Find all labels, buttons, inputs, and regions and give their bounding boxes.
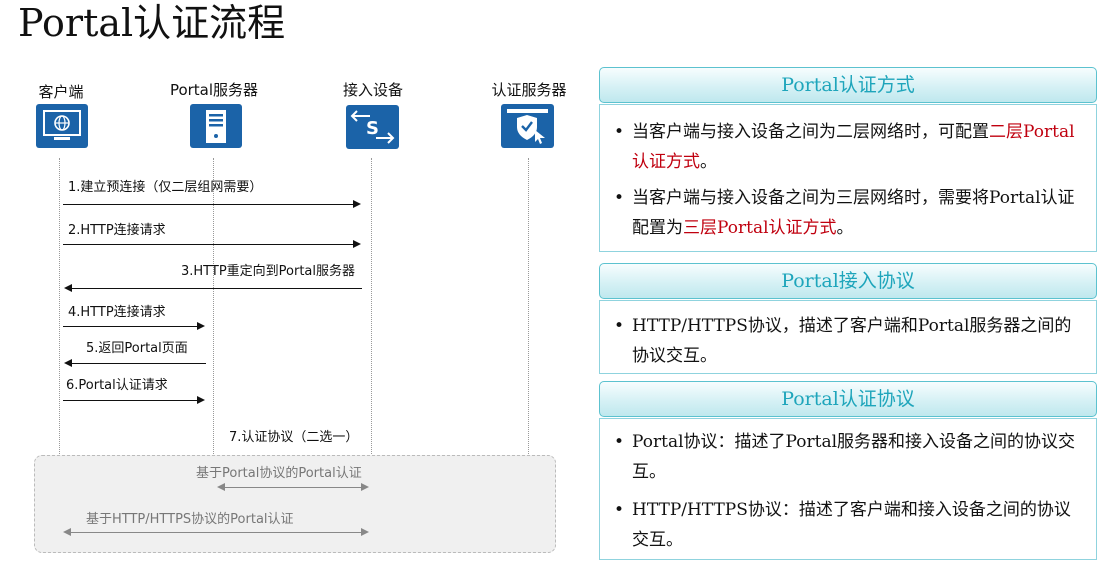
step-6-arrow <box>63 396 205 404</box>
actor-portal-server-label: Portal服务器 <box>169 81 259 99</box>
step-5-label: 5.返回Portal页面 <box>86 341 188 356</box>
page-title: Portal认证流程 <box>18 1 286 45</box>
step-5-arrow <box>64 359 206 367</box>
auth-mode-panel: • 当客户端与接入设备之间为二层网络时，可配置二层Portal认证方式。 • 当… <box>599 104 1097 252</box>
step-1-arrow <box>63 200 361 208</box>
option-portal-protocol-label: 基于Portal协议的Portal认证 <box>196 466 362 481</box>
auth-mode-b2-highlight: 三层Portal认证方式 <box>683 218 837 238</box>
auth-mode-b1-text: 当客户端与接入设备之间为二层网络时，可配置 <box>632 122 989 142</box>
svg-text:S: S <box>366 118 379 139</box>
access-device-lifeline <box>371 158 372 550</box>
auth-mode-b1-highlight: 二层Portal认证方式 <box>632 122 1075 172</box>
switch-icon: S <box>346 105 399 149</box>
option-http-protocol-arrow <box>63 528 369 536</box>
server-icon <box>190 104 242 148</box>
actor-client-label: 客户端 <box>38 83 84 101</box>
step-1-label: 1.建立预连接（仅二层组网需要） <box>68 180 263 195</box>
auth-protocol-header: Portal认证协议 <box>599 381 1097 417</box>
actor-auth-server-label: 认证服务器 <box>491 81 567 99</box>
step-6-label: 6.Portal认证请求 <box>66 378 168 393</box>
access-protocol-panel: • HTTP/HTTPS协议，描述了客户端和Portal服务器之间的协议交互。 <box>599 300 1097 374</box>
actor-access-device-label: 接入设备 <box>342 81 403 99</box>
portal-server-lifeline <box>213 158 214 550</box>
step-4-arrow <box>63 322 205 330</box>
auth-protocol-panel: • Portal协议：描述了Portal服务器和接入设备之间的协议交互。 • H… <box>599 418 1097 560</box>
auth-protocol-b2-text: HTTP/HTTPS协议：描述了客户端和接入设备之间的协议交互。 <box>632 500 1071 550</box>
step-2-label: 2.HTTP连接请求 <box>68 223 166 238</box>
auth-mode-header: Portal认证方式 <box>599 67 1097 103</box>
auth-protocol-bullet-1: • Portal协议：描述了Portal服务器和接入设备之间的协议交互。 <box>614 427 1082 487</box>
auth-mode-b1-end: 。 <box>700 152 717 172</box>
auth-mode-bullet-2: • 当客户端与接入设备之间为三层网络时，需要将Portal认证配置为三层Port… <box>614 188 1075 238</box>
step-2-arrow <box>63 240 361 248</box>
auth-protocol-b1-text: Portal协议：描述了Portal服务器和接入设备之间的协议交互。 <box>632 432 1076 482</box>
access-protocol-b1-text: HTTP/HTTPS协议，描述了客户端和Portal服务器之间的协议交互。 <box>632 316 1072 366</box>
auth-mode-bullet-1: • 当客户端与接入设备之间为二层网络时，可配置二层Portal认证方式。 <box>614 122 1075 172</box>
step-4-label: 4.HTTP连接请求 <box>68 305 166 320</box>
client-lifeline <box>59 158 60 550</box>
auth-server-icon <box>501 104 554 148</box>
auth-protocol-options-box <box>34 455 556 553</box>
option-http-protocol-label: 基于HTTP/HTTPS协议的Portal认证 <box>86 512 294 527</box>
access-protocol-bullet-1: • HTTP/HTTPS协议，描述了客户端和Portal服务器之间的协议交互。 <box>614 311 1082 371</box>
auth-mode-b2-end: 。 <box>836 218 854 238</box>
step-7-label: 7.认证协议（二选一） <box>229 430 359 445</box>
auth-mode-b2-text: 当客户端与接入设备之间为三层网络时，需要将Portal认证配置为 <box>632 188 1075 238</box>
option-portal-protocol-arrow <box>217 483 369 491</box>
step-3-label: 3.HTTP重定向到Portal服务器 <box>180 264 356 279</box>
auth-protocol-bullet-2: • HTTP/HTTPS协议：描述了客户端和接入设备之间的协议交互。 <box>614 495 1082 555</box>
auth-server-lifeline <box>528 158 529 550</box>
computer-icon <box>36 104 88 148</box>
access-protocol-header: Portal接入协议 <box>599 263 1097 299</box>
step-3-arrow <box>64 284 362 292</box>
